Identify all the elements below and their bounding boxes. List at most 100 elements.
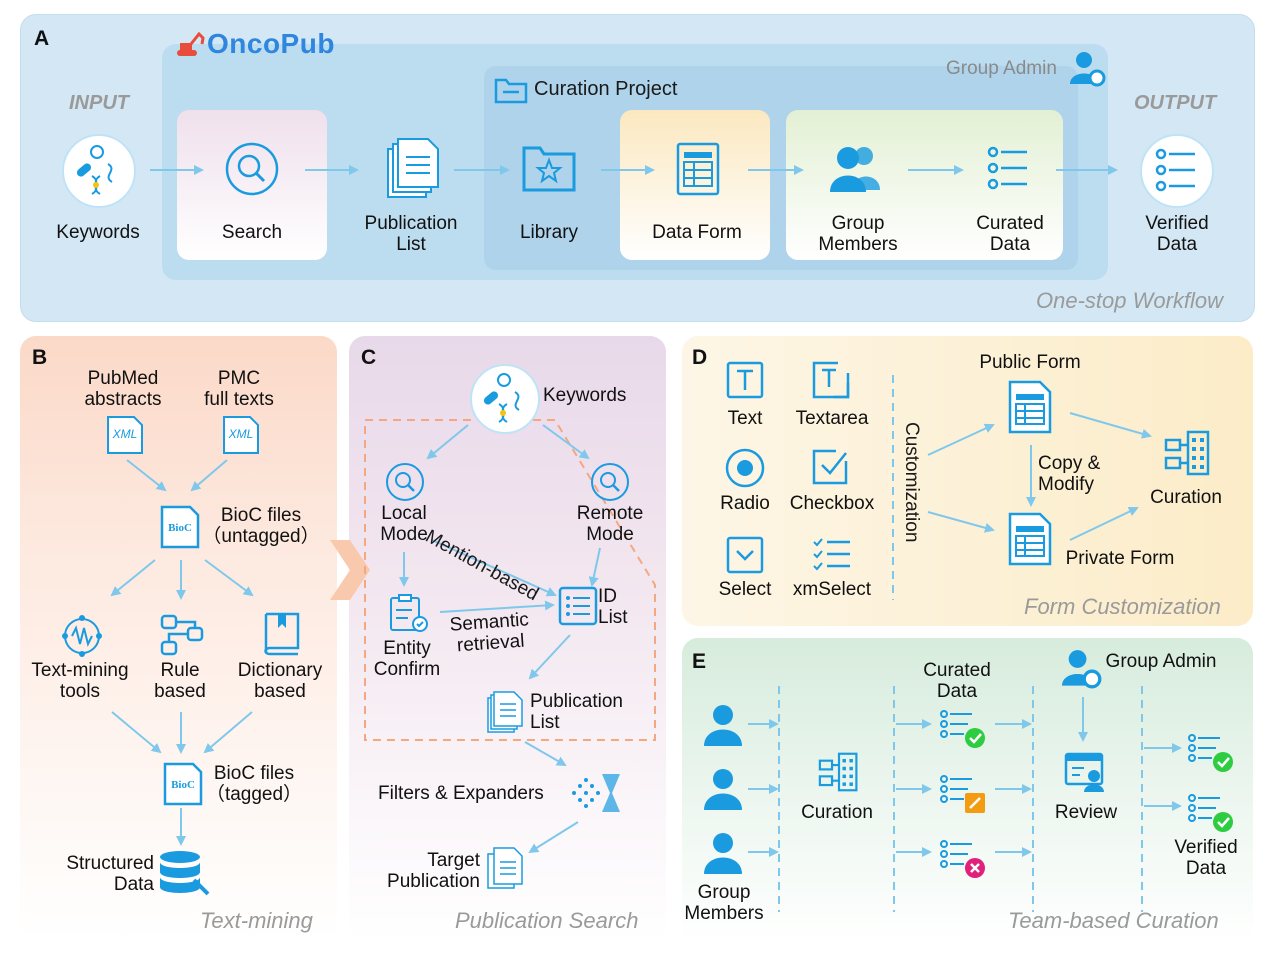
e-group-admin-icon — [1062, 650, 1102, 689]
xml-text-1: XML — [112, 427, 138, 441]
group-members-icon — [830, 147, 880, 192]
dictionary-based-label: Dictionary based — [237, 660, 323, 702]
entity-confirm-icon — [390, 594, 428, 632]
pubmed-label: PubMed abstracts — [84, 368, 162, 410]
text-mining-tools-label: Text-mining tools — [31, 660, 129, 702]
checkbox-icon — [812, 449, 848, 485]
id-list-icon — [558, 586, 598, 626]
curated-edit-icon — [940, 775, 985, 813]
curated-data-label: Curated Data — [976, 213, 1044, 255]
verified-approved-icon — [1188, 794, 1233, 832]
customization-label: Customization — [901, 422, 922, 543]
bioc-text-2: BioC — [171, 779, 195, 791]
textarea-label: Textarea — [795, 408, 869, 429]
bioc-tagged-label: BioC files （tagged） — [205, 763, 303, 805]
panel-b-footer: Text-mining — [200, 908, 313, 933]
brand-name: OncoPub — [207, 28, 335, 59]
chevron-connector-icon — [330, 540, 370, 600]
group-members-label: Group Members — [818, 213, 898, 255]
search-label: Search — [221, 222, 283, 243]
curated-approved-icon — [940, 710, 985, 748]
data-form-icon — [676, 142, 720, 196]
id-list-label: ID List — [598, 586, 628, 628]
panel-c-letter: C — [361, 346, 377, 369]
c-publication-list-label: Publication List — [530, 691, 623, 733]
c-keywords-circle — [470, 364, 540, 434]
library-icon — [522, 146, 576, 192]
e-group-members-label: Group Members — [684, 882, 764, 924]
group-admin-label: Group Admin — [946, 58, 1057, 79]
curated-rejected-icon — [940, 840, 985, 878]
biomedical-keywords-icon — [76, 145, 113, 195]
textarea-icon — [812, 361, 850, 399]
member-icon — [704, 833, 742, 874]
text-label: Text — [727, 408, 763, 429]
local-search-icon — [386, 463, 424, 501]
e-verified-data-label: Verified Data — [1174, 837, 1238, 879]
pmc-label: PMC full texts — [204, 368, 274, 410]
member-icon — [704, 705, 742, 746]
panel-d-footer: Form Customization — [1024, 594, 1221, 619]
excavator-logo-icon — [177, 31, 205, 56]
curation-project-label: Curation Project — [534, 78, 678, 100]
target-publication-label: Target Publication — [387, 850, 480, 892]
curation-building-icon — [818, 752, 858, 792]
bioc-file-icon: BioC — [160, 505, 200, 549]
panel-b-letter: B — [32, 346, 48, 369]
private-form-icon — [1008, 512, 1052, 566]
c-keywords-label: Keywords — [543, 385, 627, 406]
input-label: INPUT — [69, 92, 129, 114]
search-icon — [225, 142, 279, 196]
curated-data-icon — [987, 146, 1027, 190]
bioc-untagged-label: BioC files （untagged） — [202, 505, 320, 547]
search-box — [177, 110, 327, 260]
review-icon — [1064, 752, 1104, 792]
select-label: Select — [718, 579, 772, 600]
local-mode-label: Local Mode — [380, 503, 428, 545]
publication-list-icon — [487, 691, 523, 733]
text-mining-tools-icon — [62, 615, 102, 657]
e-curation-label: Curation — [801, 802, 873, 823]
library-label: Library — [519, 222, 579, 243]
rule-based-icon — [160, 614, 204, 656]
dictionary-icon — [264, 612, 300, 656]
radio-label: Radio — [720, 493, 770, 514]
structured-data-label: Structured Data — [66, 853, 154, 895]
bioc-text-1: BioC — [168, 522, 192, 534]
group-admin-icon — [1070, 52, 1106, 87]
biomedical-keywords-icon — [483, 373, 520, 423]
panel-d-letter: D — [692, 346, 708, 369]
publication-list-label: Publication List — [364, 213, 458, 255]
panel-a-footer: One-stop Workflow — [1036, 288, 1224, 313]
folder-icon — [494, 78, 528, 104]
verified-data-icon — [1155, 148, 1195, 192]
panel-d — [682, 336, 1253, 626]
database-icon — [160, 851, 210, 896]
remote-mode-label: Remote Mode — [576, 503, 644, 545]
text-field-icon — [726, 361, 764, 399]
private-form-label: Private Form — [1065, 548, 1175, 569]
member-icon — [704, 769, 742, 810]
curation-building-icon — [1164, 430, 1210, 476]
public-form-icon — [1008, 380, 1052, 434]
verified-data-label: Verified Data — [1145, 213, 1209, 255]
panel-e-footer: Team-based Curation — [1008, 908, 1219, 933]
checkbox-label: Checkbox — [789, 493, 875, 514]
review-label: Review — [1054, 802, 1118, 823]
xml-file-icon: XML — [223, 416, 259, 454]
output-label: OUTPUT — [1134, 92, 1217, 114]
verified-approved-icon — [1188, 734, 1233, 772]
e-group-admin-label: Group Admin — [1105, 651, 1217, 672]
data-form-label: Data Form — [652, 222, 742, 243]
semantic-retrieval-label: Semantic retrieval — [449, 609, 530, 657]
panel-e-letter: E — [692, 650, 707, 673]
copy-modify-label: Copy & Modify — [1038, 453, 1101, 495]
xml-file-icon: XML — [107, 416, 143, 454]
d-curation-label: Curation — [1150, 487, 1222, 508]
filters-label: Filters & Expanders — [378, 783, 544, 804]
bioc-file-icon: BioC — [163, 762, 203, 806]
entity-confirm-label: Entity Confirm — [373, 638, 441, 680]
panel-a-letter: A — [34, 27, 50, 50]
panel-c-footer: Publication Search — [455, 908, 639, 933]
keywords-label: Keywords — [56, 222, 140, 243]
